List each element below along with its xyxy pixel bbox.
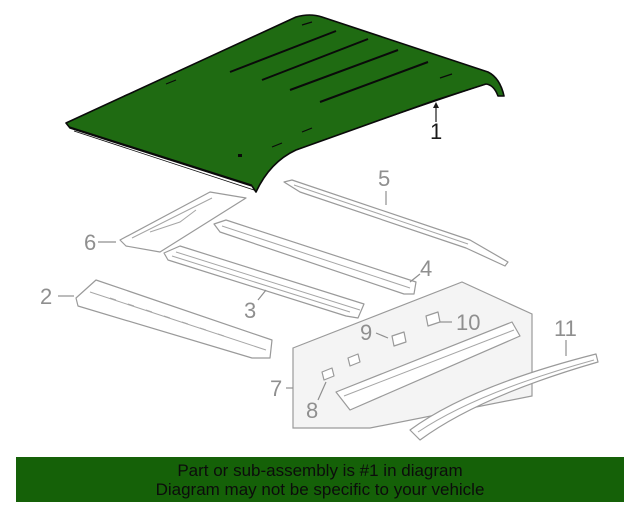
roof-bow-part-4[interactable]	[213, 219, 417, 295]
side-rail-part-11[interactable]	[409, 353, 599, 441]
front-header-part-6[interactable]	[119, 191, 247, 253]
callout-6[interactable]: 6	[84, 230, 96, 255]
notice-banner: Part or sub-assembly is #1 in diagram Di…	[16, 457, 624, 502]
callout-10[interactable]: 10	[456, 310, 480, 335]
callout-3[interactable]: 3	[244, 298, 256, 323]
roof-bow-part-3[interactable]	[163, 245, 365, 319]
callout-11[interactable]: 11	[554, 316, 577, 341]
rear-header-part-2[interactable]	[75, 279, 273, 359]
callout-5[interactable]: 5	[378, 166, 390, 191]
callout-2[interactable]: 2	[40, 284, 52, 309]
banner-line-2: Diagram may not be specific to your vehi…	[155, 480, 485, 499]
callout-4[interactable]: 4	[420, 256, 432, 281]
callout-8[interactable]: 8	[306, 398, 318, 423]
roof-panel-part-1[interactable]	[65, 14, 505, 193]
callout-1[interactable]: 1	[430, 119, 442, 144]
roof-rail-part-5[interactable]	[283, 179, 509, 267]
side-rail-assembly-part-7[interactable]	[292, 281, 533, 429]
banner-line-1: Part or sub-assembly is #1 in diagram	[177, 461, 463, 480]
callout-9[interactable]: 9	[360, 320, 372, 345]
callout-7[interactable]: 7	[270, 376, 282, 401]
